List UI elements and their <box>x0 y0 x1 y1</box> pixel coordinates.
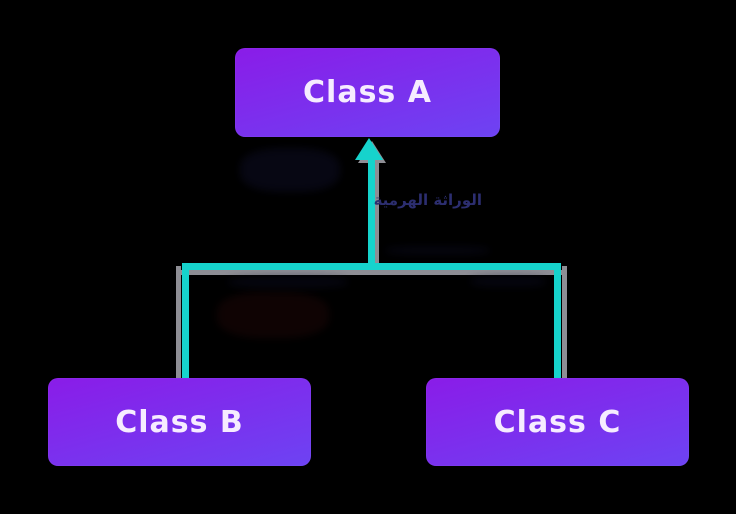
class-b-box: Class B <box>48 378 311 466</box>
connector-shadow-stem <box>375 160 379 268</box>
connector-line-from-class-c <box>554 263 561 378</box>
class-c-label: Class C <box>493 404 622 440</box>
faint-scribble-annotation <box>217 292 329 338</box>
connector-shadow-horizontal <box>176 270 567 275</box>
class-b-label: Class B <box>115 404 244 440</box>
inheritance-arrow-label: الوراثة الهرمية <box>373 191 482 209</box>
connector-line-horizontal <box>182 263 561 270</box>
class-c-box: Class C <box>426 378 689 466</box>
class-a-box: Class A <box>235 48 500 137</box>
faint-scribble-annotation <box>470 276 546 287</box>
faint-scribble-annotation <box>385 246 490 255</box>
connector-line-from-class-b <box>182 263 189 378</box>
class-a-label: Class A <box>303 75 432 110</box>
faint-scribble-annotation <box>228 276 348 288</box>
connector-shadow-left <box>176 266 181 378</box>
connector-line-to-class-a <box>368 156 375 266</box>
connector-shadow-right <box>562 266 567 378</box>
inheritance-arrowhead-icon <box>355 138 383 160</box>
faint-scribble-annotation <box>240 148 340 192</box>
